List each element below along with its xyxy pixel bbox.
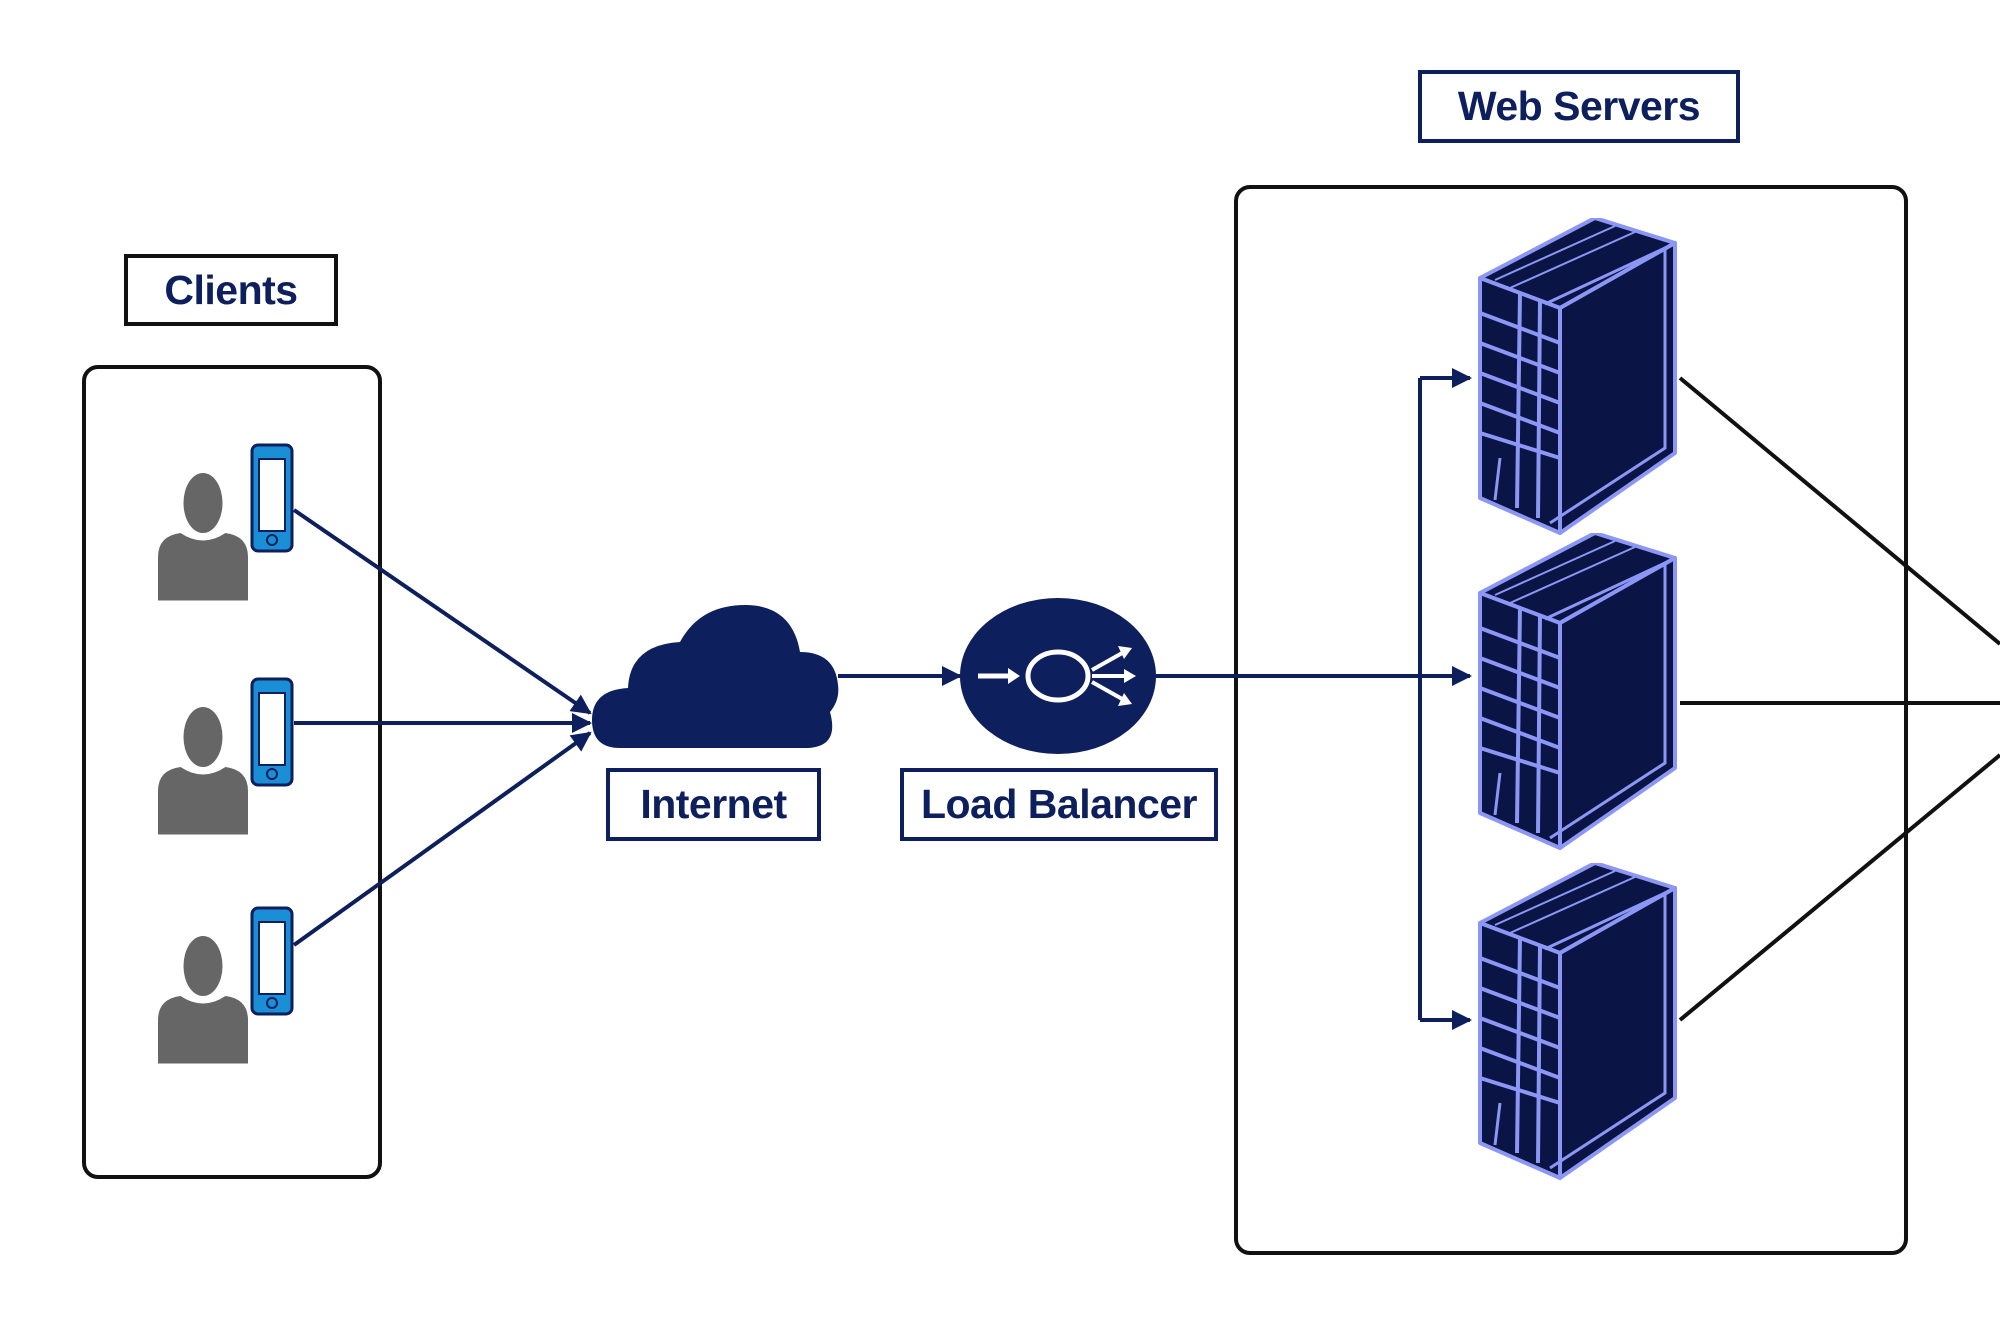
smartphone-icon (250, 443, 294, 553)
cloud-icon (592, 605, 839, 748)
internet-label: Internet (606, 768, 821, 841)
web-server-2 (1478, 533, 1677, 850)
person-icon (158, 936, 248, 1064)
edge-load-balancer-web-servers (1156, 368, 1472, 1030)
web-servers-container (1234, 185, 1908, 1255)
clients-label: Clients (124, 254, 338, 326)
client-1 (158, 443, 294, 601)
smartphone-icon (250, 906, 294, 1016)
web-servers-label: Web Servers (1418, 70, 1740, 143)
edge-client-1-internet (292, 508, 592, 715)
web-server-3 (1478, 863, 1677, 1180)
person-icon (158, 707, 248, 835)
smartphone-icon (250, 677, 294, 787)
person-icon (158, 473, 248, 601)
client-2 (158, 677, 294, 835)
clients-container (82, 365, 382, 1179)
edge-web-servers-offscreen (1678, 376, 2000, 1022)
web-server-1 (1478, 218, 1677, 535)
load-balancer-label: Load Balancer (900, 768, 1218, 841)
edge-client-3-internet (292, 731, 592, 947)
load-balancer-icon (960, 598, 1156, 754)
client-3 (158, 906, 294, 1064)
